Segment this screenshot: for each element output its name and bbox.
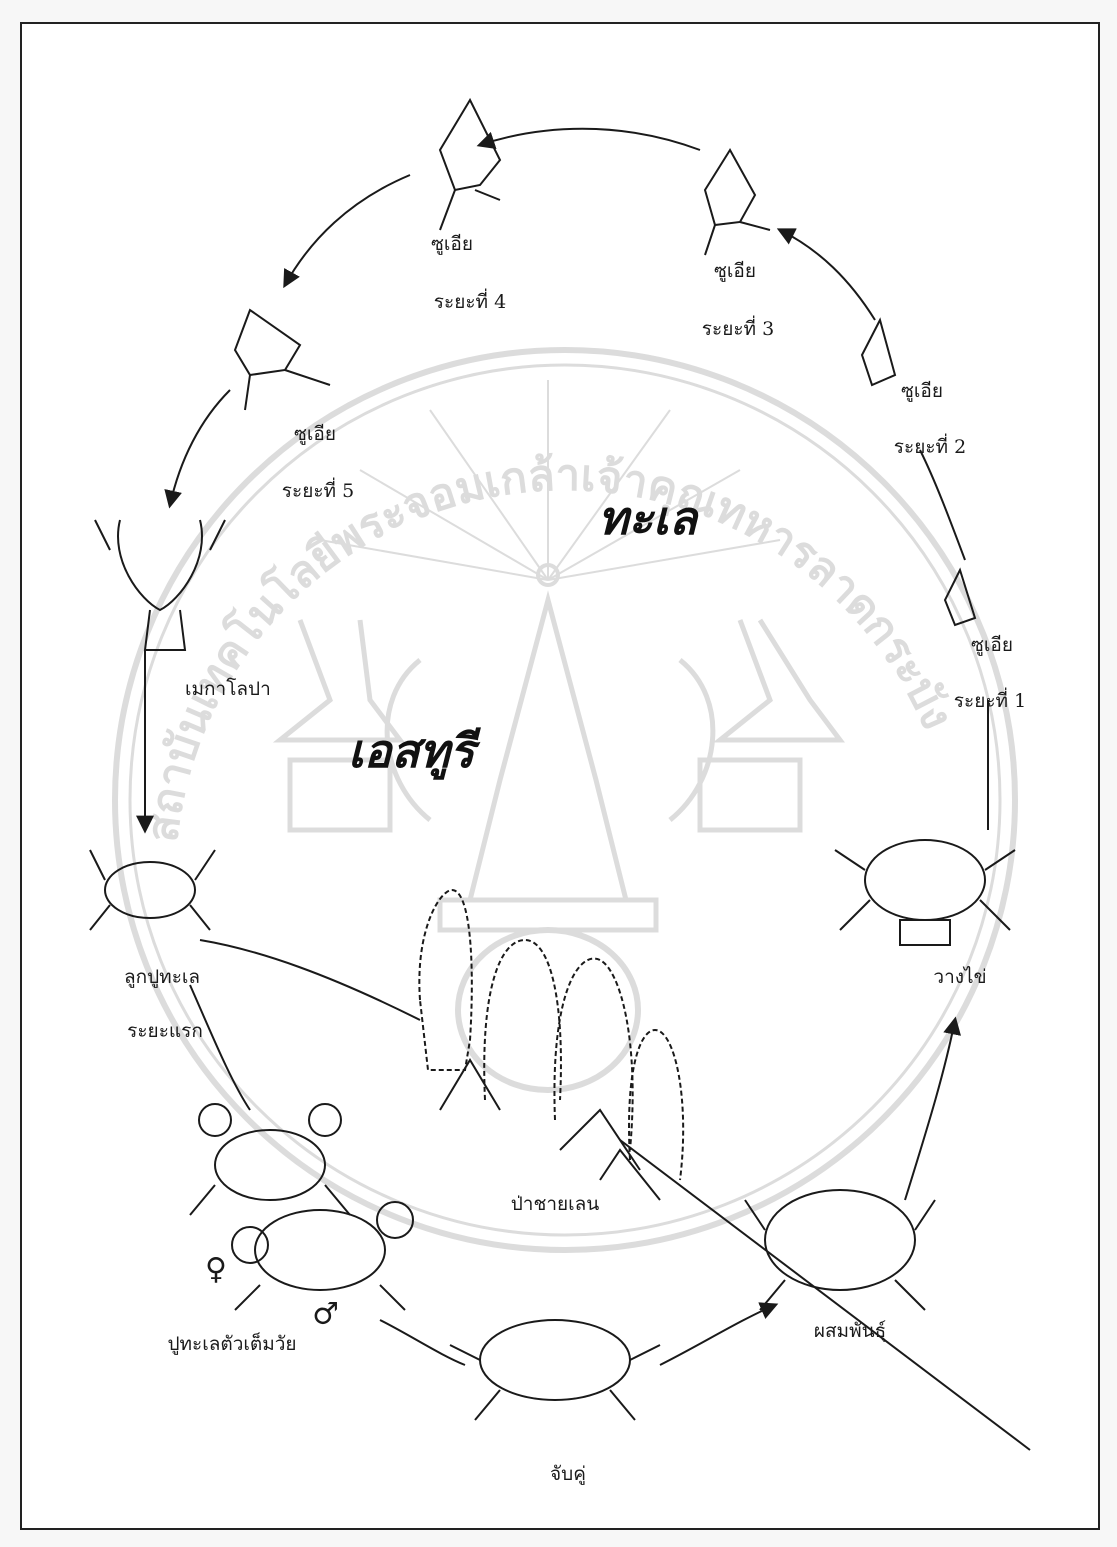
zoea-2-stage: ระยะที่ 2 <box>894 438 966 457</box>
zoea-2-name: ซูเอีย <box>901 382 943 401</box>
adult-crab-label: ปูทะเลตัวเต็มวัย <box>167 1335 296 1354</box>
crabs-pairing-drawing <box>450 1320 660 1420</box>
mating-label: ผสมพันธุ์ <box>814 1322 886 1341</box>
zoea-5-drawing <box>235 310 330 410</box>
zoea-3-stage: ระยะที่ 3 <box>702 320 774 339</box>
mangrove-label: ป่าชายเลน <box>511 1195 600 1214</box>
megalopa-drawing <box>95 520 225 650</box>
zoea-4-stage: ระยะที่ 4 <box>434 293 506 312</box>
juvenile-crab-drawing <box>90 850 215 930</box>
zoea-4-drawing <box>440 100 500 230</box>
spawning-label: วางไข่ <box>933 968 986 987</box>
pairing-label: จับคู่ <box>550 1465 586 1484</box>
zoea-5-stage: ระยะที่ 5 <box>282 482 354 501</box>
adult-female-crab-drawing <box>232 1202 413 1310</box>
female-symbol: ♀ <box>205 1255 227 1285</box>
crab-spawning-drawing <box>835 840 1015 945</box>
juvenile-label-line2: ระยะแรก <box>127 1022 203 1041</box>
estuary-zone-label: เอสทูรี <box>348 728 474 774</box>
zoea-3-drawing <box>705 150 770 255</box>
crabs-mating-drawing <box>745 1190 935 1310</box>
zoea-3-name: ซูเอีย <box>714 262 756 281</box>
mangrove-trees-illustration <box>419 890 683 1200</box>
watermark-ring-text: สถาบันเทคโนโลยีพระจอมเกล้าเจ้าคุณทหารลาด… <box>137 450 963 845</box>
male-symbol: ♂ <box>312 1300 339 1330</box>
megalopa-label: เมกาโลปา <box>185 680 271 699</box>
zoea-2-drawing <box>862 320 895 385</box>
zoea-4-name: ซูเอีย <box>431 235 473 254</box>
watermark-ring-textpath: สถาบันเทคโนโลยีพระจอมเกล้าเจ้าคุณทหารลาด… <box>137 450 963 845</box>
zoea-5-name: ซูเอีย <box>294 425 336 444</box>
zoea-1-stage: ระยะที่ 1 <box>954 692 1026 711</box>
sea-zone-label: ทะเล <box>598 495 697 541</box>
zoea-1-name: ซูเอีย <box>971 636 1013 655</box>
juvenile-label-line1: ลูกปูทะเล <box>124 968 200 987</box>
